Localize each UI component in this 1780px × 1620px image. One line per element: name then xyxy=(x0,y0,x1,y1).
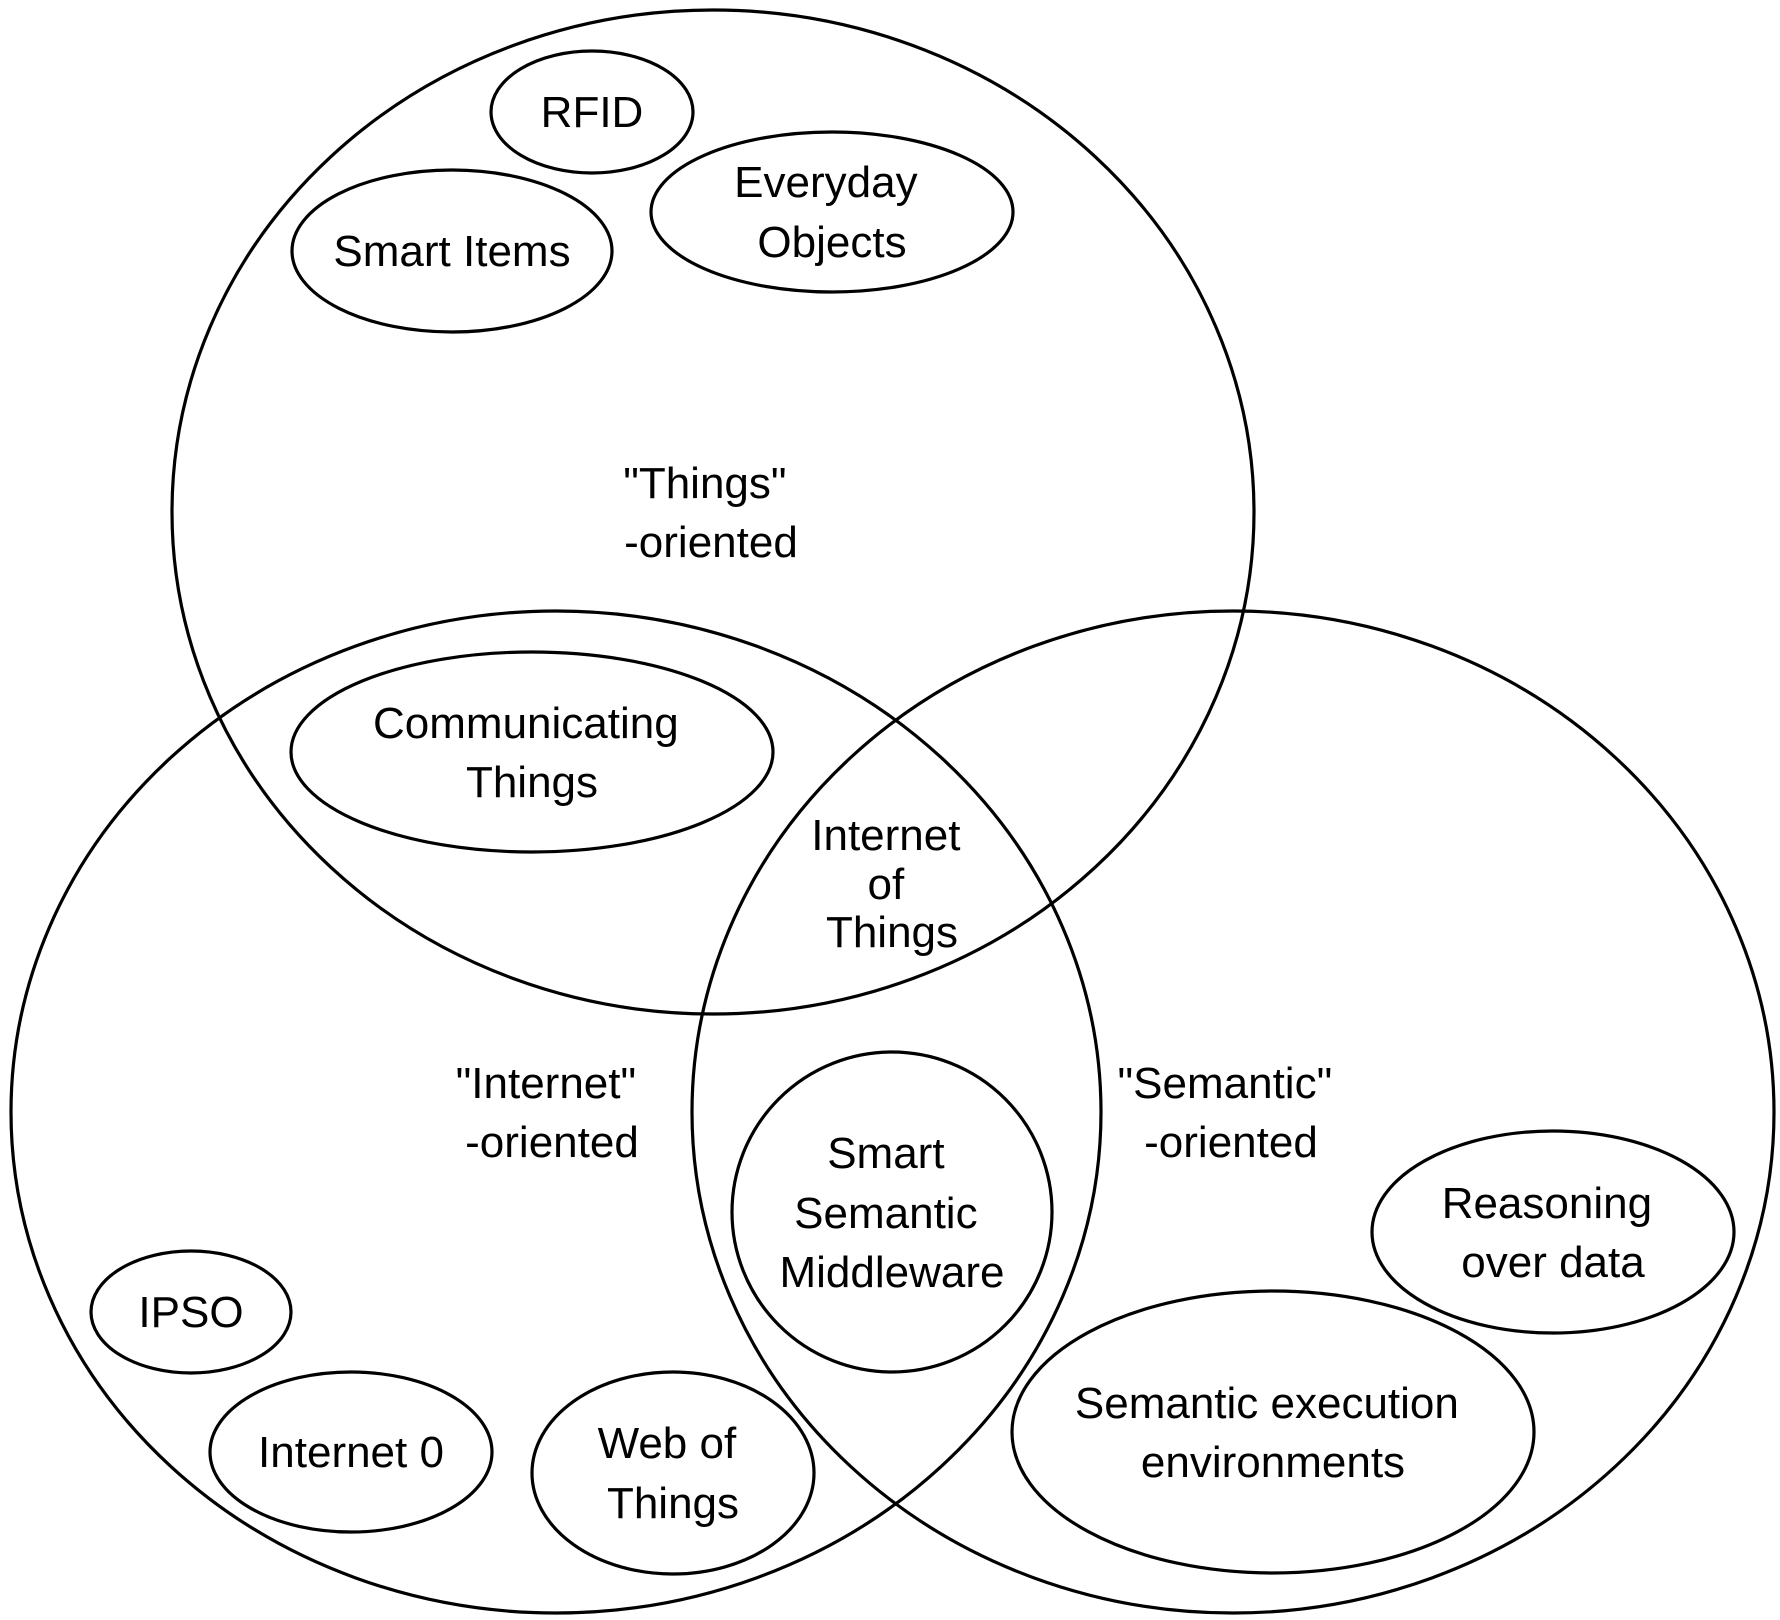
web-of-things-ellipse xyxy=(530,1370,816,1576)
rfid-ellipse xyxy=(489,49,695,175)
communicating-things-ellipse xyxy=(289,650,775,854)
smart-semantic-middleware-ellipse xyxy=(730,1050,1054,1374)
internet-of-things-label: Internet of Things xyxy=(811,811,972,957)
internet-oriented-label: "Internet" -oriented xyxy=(456,1059,649,1167)
communicating-things-label: Communicating Things xyxy=(373,699,691,807)
smart-semantic-middleware-label: Smart Semantic Middleware xyxy=(780,1129,1005,1297)
semantic-oriented-circle xyxy=(690,609,1776,1615)
web-of-things-label: Web of Things xyxy=(598,1419,749,1528)
semantic-execution-environments-ellipse xyxy=(1010,1289,1536,1575)
internet-oriented-circle xyxy=(9,609,1103,1615)
ipso-ellipse xyxy=(89,1249,293,1375)
reasoning-over-data-ellipse xyxy=(1370,1129,1736,1335)
smart-items-label: Smart Items xyxy=(333,227,570,276)
semantic-execution-environments-label: Semantic execution environments xyxy=(1075,1379,1471,1487)
reasoning-over-data-label: Reasoning over data xyxy=(1442,1179,1665,1287)
internet-0-ellipse xyxy=(208,1370,494,1534)
ipso-label: IPSO xyxy=(138,1288,243,1337)
rfid-label: RFID xyxy=(541,88,644,137)
internet-0-label: Internet 0 xyxy=(258,1428,444,1477)
smart-items-ellipse xyxy=(290,168,614,334)
things-oriented-circle xyxy=(170,8,1256,1016)
things-oriented-label: "Things" -oriented xyxy=(623,459,799,567)
everyday-objects-ellipse xyxy=(649,130,1015,294)
semantic-oriented-label: "Semantic" -oriented xyxy=(1118,1059,1345,1167)
everyday-objects-label: Everyday Objects xyxy=(734,158,930,267)
